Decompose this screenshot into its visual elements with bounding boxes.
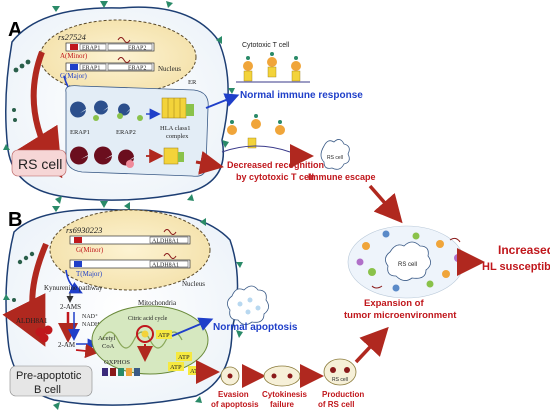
increased-line1: Increased [498,243,550,257]
blue-curved-arrow-b [65,269,83,294]
atp-box-2 [176,352,192,361]
nucleus-label-a: Nucleus [158,65,181,73]
er-label-a: ER [188,79,197,86]
snp-label-a: rs27524 [58,32,87,42]
arrow-to-decreased [195,150,224,175]
oxphos-label: OXPHOS [104,359,130,366]
rs-cell-label: RS cell [18,156,62,172]
erap-molecules-top [70,100,130,118]
nucleus-label-b: Nucleus [182,280,205,288]
ams-label: 2-AMS [60,303,81,311]
am-label: 2-AM [58,341,76,349]
tumor-microenvironment: RS cell [347,225,465,299]
nucleus-a: rs27524 ERAP1 ERAP2 A(Minor) ERAP1 ERAP2… [39,19,197,95]
panel-b-letter: B [8,209,22,231]
cytokinesis-line2: failure [270,400,295,409]
production-line1: Production [322,390,364,399]
mitochondria: Mitochondria Citric acid cycle Acetyl Co… [91,299,209,376]
atp-1: ATP [158,332,170,339]
erap-molecules-bottom [70,146,134,166]
atp-box-1 [156,330,172,339]
rs-cell-small-a: RS cell [320,139,350,170]
gene-bar-top-b [69,235,191,245]
kynurenine-label: Kynurenine pathway [44,284,103,292]
rs-cell-small-b: RS cell [323,358,357,386]
rs-cell-label-box [11,149,67,177]
allele-minor-b: G(Minor) [76,246,104,254]
arrow-to-normal-apoptosis [171,317,214,337]
increased-line2: HL susceptibility [482,261,550,273]
erap1-label: ERAP1 [70,129,90,136]
nucleus-b: rs6930223 ALDH8A1 G(Minor) ALDH8A1 T(Maj… [49,209,211,291]
decreased-line2: by cytotoxic T cell [236,172,314,182]
major-allele-marker-a [70,64,78,70]
gene-erap1-top: ERAP1 [82,46,100,52]
expansion-line1: Expansion of [364,298,424,309]
evasion-line1: Evasion [218,390,249,399]
pre-apoptotic-label-box [9,365,93,397]
pre-apoptotic-line1: Pre-apoptotic [16,370,82,382]
cytokinesis-line1: Cytokinesis [262,390,307,399]
allele-major-a: G(Major) [60,72,87,80]
normal-apoptosis: Normal apoptosis [213,322,298,333]
cytotoxic-label: Cytotoxic T cell [242,42,290,49]
cytotoxic-t-cells-top [236,52,310,83]
atp-box-3 [168,362,184,371]
citric-acid-cycle-circle [136,325,154,343]
gene-erap1-bottom: ERAP1 [82,66,100,72]
hla-label-line1: HLA class1 [160,125,191,132]
gene-aldh-top: ALDH8A1 [152,239,179,245]
immune-escape: Immune escape [308,172,376,182]
snp-label-b: rs6930223 [66,225,102,235]
atp-4: ATP [190,368,202,375]
aldh-enzyme-label: ALDH8A1 [16,317,48,325]
apoptotic-body [227,285,269,325]
cytotoxic-t-cells-decreased [221,114,291,153]
oxphos-complexes [102,368,140,376]
decreased-line1: Decreased recognition [227,160,324,170]
acetyl-label-line1: Acetyl [98,335,116,342]
expansion-line2: tumor microenvironment [344,310,457,321]
tumor-rs-cell-label: RS cell [398,262,417,268]
citric-cycle-label: Citric acid cycle [128,316,168,322]
cytokinesis-cell [263,365,301,387]
evasion-cell [220,366,240,386]
hla-label-line2: complex [166,133,189,140]
mitochondria-label: Mitochondria [138,299,177,307]
major-allele-marker-b [74,261,82,267]
er-box-a: ER ERAP1 ERAP2 HLA class1 complex [65,79,209,177]
evasion-line2: of apoptosis [211,400,259,409]
nad-label: NAD⁺ [82,313,98,320]
atp-2: ATP [178,354,190,361]
allele-minor-a: A(Minor) [60,52,88,60]
hla-complex-top [161,97,194,119]
aldh-enzyme-blobs [35,325,53,343]
atp-3: ATP [170,364,182,371]
pre-apoptotic-line2: B cell [34,384,61,396]
rs-cell-small-label-a: RS cell [327,155,343,161]
nadh-label: NADH [82,322,100,328]
acetyl-label-line2: CoA [102,343,115,350]
red-curved-arrow-b [2,242,49,347]
allele-major-b: T(Major) [76,270,103,278]
rs-cell-small-label-b: RS cell [332,377,348,383]
gene-aldh-bottom: ALDH8A1 [152,263,179,269]
normal-immune-response: Normal immune response [240,90,363,101]
gene-erap2-bottom: ERAP2 [128,66,146,72]
minor-allele-marker-b [74,237,82,243]
gene-bar-bottom-b [69,259,191,269]
arrow-escape-to-expansion [368,184,403,224]
minor-allele-marker-a [70,44,78,50]
arrow-production-to-expansion [354,326,389,364]
erap2-label: ERAP2 [116,129,136,136]
production-line2: of RS cell [318,400,354,409]
gene-erap2-top: ERAP2 [128,46,146,52]
arrow-to-normal-immune [205,93,240,109]
